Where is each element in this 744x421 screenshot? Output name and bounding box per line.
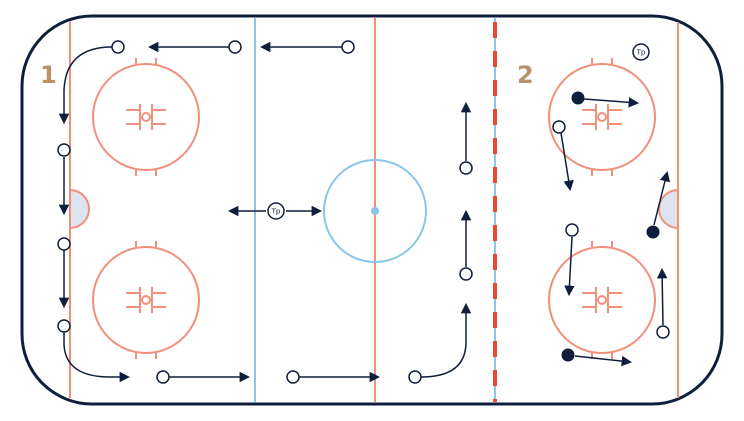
- arrow-bottom-up: [420, 302, 472, 378]
- faceoff-circle-right-top: [548, 58, 656, 176]
- player-circle-icon: [156, 370, 170, 384]
- player-circle-icon: [459, 161, 473, 175]
- player-circle-icon: [57, 237, 71, 251]
- coach-icon: [632, 43, 650, 61]
- player-circle-icon: [228, 40, 242, 54]
- player-circle-icon: [656, 325, 670, 339]
- arrow-z2-4: [564, 236, 575, 297]
- player-circle-icon: [57, 319, 71, 333]
- faceoff-circle-right-bottom: [548, 241, 656, 359]
- faceoff-circle-left-top: [92, 58, 200, 176]
- zone-number-1: 1: [40, 61, 57, 89]
- arrow-z2-6: [574, 355, 633, 367]
- coach-icon: [267, 202, 285, 220]
- puck-icon: [571, 91, 585, 105]
- arrow-corner-bottom: [63, 332, 131, 383]
- arrow-z2-2: [560, 132, 574, 192]
- center-ice-circle: [323, 159, 427, 263]
- player-circle-icon: [286, 370, 300, 384]
- player-circle-icon: [111, 40, 125, 54]
- coach-label: Tp: [271, 208, 281, 216]
- center-ice-dot: [371, 207, 379, 215]
- arrow-corner-top: [58, 46, 113, 125]
- puck-icon: [561, 348, 575, 362]
- goal-crease-left: [69, 188, 90, 230]
- player-circle-icon: [341, 40, 355, 54]
- player-circle-icon: [565, 223, 579, 237]
- puck-icon: [646, 225, 660, 239]
- arrow-z2-3: [653, 170, 671, 226]
- faceoff-circle-left-bottom: [92, 241, 200, 359]
- player-circle-icon: [459, 267, 473, 281]
- player-circle-icon: [57, 143, 71, 157]
- arrow-z2-5: [656, 267, 668, 326]
- zone-number-2: 2: [517, 61, 534, 89]
- goal-crease-right: [658, 188, 679, 230]
- arrow-z2-1: [583, 97, 640, 108]
- player-circle-icon: [552, 120, 566, 134]
- player-circle-icon: [408, 370, 422, 384]
- coach-label: Tp: [636, 49, 646, 57]
